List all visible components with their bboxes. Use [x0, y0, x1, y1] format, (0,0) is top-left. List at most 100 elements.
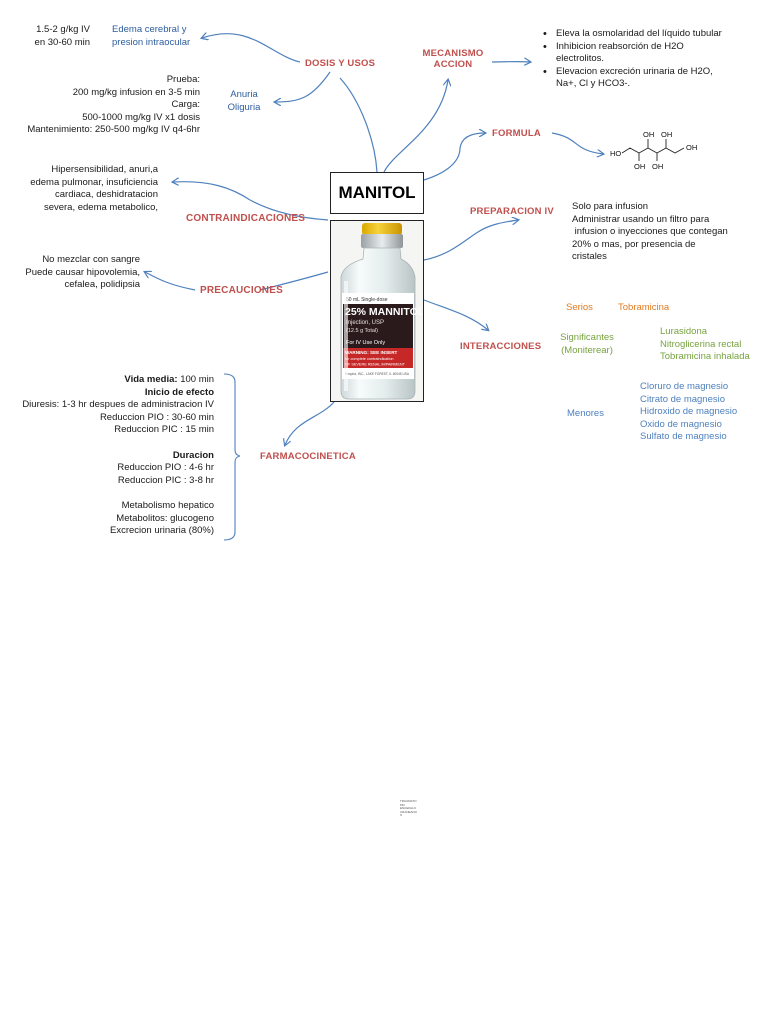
text-line: 20% o mas, por presencia de: [572, 238, 696, 250]
arrow-center-precauciones: [259, 271, 329, 291]
vial-volume: 50 mL Single-dose: [346, 297, 388, 303]
arrow-center-dosis: [339, 77, 378, 173]
interacciones-significantes-label: Significantes (Moniterear): [558, 332, 616, 357]
text-line: Inhibicion reabsorción de H2O: [556, 40, 684, 52]
text-line: Puede causar hipovolemia,: [25, 266, 140, 278]
atom-label: HO: [610, 149, 621, 158]
vial-form: Injection, USP: [346, 320, 384, 326]
text-line: cefalea, polidipsia: [64, 279, 140, 290]
arrow-center-mecanismo: [383, 80, 448, 173]
text-line: Oliguria: [227, 101, 261, 113]
farmaco-text: Vida media: 100 min Inicio de efecto Diu…: [10, 374, 214, 538]
text-line: edema pulmonar, insuficiencia: [30, 176, 158, 188]
text-line: Elevacion excreción urinaria de H2O,: [556, 65, 713, 77]
atom-label: OH: [686, 143, 697, 152]
branch-formula-label: FORMULA: [492, 128, 541, 139]
text-line: ENCEFALO: [400, 806, 417, 811]
dosis-edema-dose: 1.5-2 g/kg IV en 30-60 min: [20, 24, 90, 49]
text-line: Na+, Cl y HCO3-.: [556, 78, 631, 89]
vial-label: 50 mL Single-dose 25% MANNITOL Injection…: [342, 293, 424, 379]
text-line: cardiaca, deshidratacion: [55, 189, 158, 200]
vida-media-value: 100 min: [177, 374, 214, 385]
atom-label: OH: [643, 130, 654, 139]
arrow-formula-structure: [551, 132, 603, 154]
vial-maker: Hospira, INC., LAKE FOREST, IL 60045 USA: [345, 372, 410, 376]
mecanismo-item: Inhibicion reabsorción de H2Oelectrolito…: [543, 40, 750, 66]
preparacion-text: Solo para infusion Administrar usando un…: [572, 201, 728, 264]
text-line: Citrato de magnesio: [640, 393, 726, 405]
dosis-edema-use: Edema cerebral y presion intraocular: [112, 24, 190, 49]
branch-preparacion-label: PREPARACION IV: [470, 206, 554, 217]
arrow-center-farmaco: [285, 401, 335, 445]
vial-illustration: 50 mL Single-dose 25% MANNITOL Injection…: [331, 221, 424, 401]
precauciones-text: No mezclar con sangre Puede causar hipov…: [10, 254, 140, 292]
arrow-dosis-edema: [202, 34, 301, 63]
text-line: Oxido de magnesio: [640, 418, 722, 430]
branch-farmaco-label: FARMACOCINETICA: [260, 451, 356, 462]
text-line: 500-1000 mg/kg IV x1 dosis: [82, 111, 200, 123]
interacciones-menores-list: Cloruro de magnesio Citrato de magnesio …: [640, 381, 737, 444]
text-line: cristales: [572, 251, 607, 262]
text-line: TRAUMATO: [400, 799, 417, 803]
text-line: Carga:: [171, 99, 200, 110]
text-line: No mezclar con sangre: [42, 254, 140, 265]
branch-precauciones-label: PRECAUCIONES: [200, 285, 283, 296]
vial-name: 25% MANNITOL: [345, 306, 424, 318]
dosis-anuria-dose: Prueba: 200 mg/kg infusion en 3-5 min Ca…: [10, 74, 200, 137]
text-line: Sulfato de magnesio: [640, 431, 727, 442]
text-line: Significantes: [560, 332, 614, 343]
dosis-anuria-use: Anuria Oliguria: [227, 89, 261, 114]
branch-dosis-label: DOSIS Y USOS: [305, 58, 376, 69]
text-line: Eleva la osmolaridad del líquido tubular: [556, 28, 722, 39]
arrow-center-preparacion: [423, 220, 518, 261]
atom-label: OH: [634, 162, 645, 171]
branch-interacciones-label: INTERACCIONES: [460, 341, 542, 352]
text-line: infusion o inyecciones que contegan: [572, 226, 728, 237]
interacciones-menores-label: Menores: [567, 408, 604, 419]
arrow-contra-text: [173, 182, 251, 201]
text-line: Reduccion PIO : 30-60 min: [99, 411, 214, 423]
inicio-label: Inicio de efecto: [144, 386, 214, 398]
text-line: presion intraocular: [112, 36, 191, 48]
atom-label: OH: [661, 130, 672, 139]
text-line: Metabolismo hepatico: [121, 500, 214, 511]
text-line: Reduccion PIC : 3-8 hr: [117, 474, 214, 486]
vial-amount: (12.5 g Total): [346, 328, 378, 334]
spacer: [10, 437, 214, 450]
text-line: Hidroxido de magnesio: [640, 406, 738, 417]
branch-contra-label: CONTRAINDICACIONES: [186, 213, 306, 224]
atom-label: OH: [652, 162, 663, 171]
mecanismo-item: Eleva la osmolaridad del líquido tubular: [543, 28, 750, 41]
text-line: 1.5-2 g/kg IV: [36, 24, 90, 35]
duracion-label: Duracion: [172, 449, 214, 461]
branch-mecanismo-label: MECANISMO ACCION: [420, 48, 486, 70]
spacer: [10, 487, 214, 500]
text-line: Administrar usando un filtro para: [572, 213, 710, 225]
text-line: severa, edema metabolico,: [43, 201, 158, 213]
arrow-precauciones-text: [145, 272, 196, 291]
text-line: Reduccion PIO : 4-6 hr: [117, 462, 214, 473]
text-line: 200 mg/kg infusion en 3-5 min: [72, 86, 200, 98]
text-line: en 30-60 min: [34, 36, 90, 48]
interacciones-serios-list: Tobramicina: [618, 302, 669, 315]
text-line: S: [400, 813, 403, 818]
text-line: Diuresis: 1-3 hr despues de administraci…: [22, 399, 214, 410]
text-line: MECANISMO: [422, 48, 484, 59]
vial-warning-2: for complete contraindication: [345, 357, 394, 361]
text-line: (Moniterear): [561, 344, 613, 356]
vial-route: For IV Use Only: [346, 340, 385, 346]
text-line: Excrecion urinaria (80%): [109, 525, 214, 536]
text-line: Reduccion PIC : 15 min: [114, 424, 214, 435]
mecanismo-item: Elevacion excreción urinaria de H2O,Na+,…: [543, 65, 750, 91]
text-line: electrolitos.: [556, 53, 605, 64]
vial-warning: WARNING: SEE INSERT: [345, 350, 398, 355]
text-line: Tobramicina: [618, 302, 670, 313]
text-line: Cloruro de magnesio: [640, 381, 729, 392]
text-line: Mantenimiento: 250-500 mg/kg IV q4-6hr: [27, 124, 200, 135]
text-line: Anuria: [230, 89, 258, 100]
farmaco-brace: [223, 373, 241, 541]
text-line: Edema cerebral y: [112, 24, 187, 35]
interacciones-serios-label: Serios: [566, 302, 593, 313]
text-line: Hipersensibilidad, anuri,a: [51, 164, 158, 175]
